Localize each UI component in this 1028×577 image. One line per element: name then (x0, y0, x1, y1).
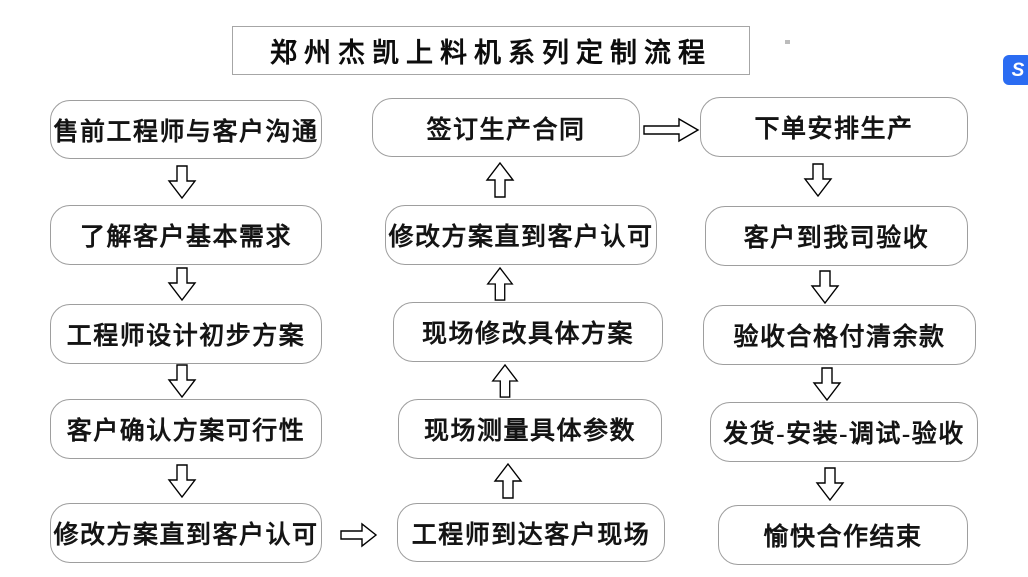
flow-node-understand-needs: 了解客户基本需求 (50, 205, 322, 265)
arrow-up-icon (486, 267, 514, 301)
flow-node-place-order-production: 下单安排生产 (700, 97, 968, 157)
arrow-down-icon (167, 364, 197, 398)
arrow-up-icon (491, 364, 519, 398)
flow-node-revise-until-approved-1: 修改方案直到客户认可 (50, 503, 322, 563)
flow-node-label: 修改方案直到客户认可 (388, 224, 654, 251)
flow-node-label: 现场测量具体参数 (423, 418, 636, 445)
flow-node-label: 客户确认方案可行性 (66, 418, 306, 445)
flow-node-label: 现场修改具体方案 (421, 321, 634, 348)
flow-node-preliminary-design: 工程师设计初步方案 (50, 304, 322, 364)
flow-node-label: 工程师设计初步方案 (66, 323, 306, 350)
arrow-down-icon (803, 163, 833, 198)
arrow-right-icon (643, 117, 700, 143)
flow-node-label: 售前工程师与客户沟通 (53, 118, 319, 146)
flow-node-pay-balance: 验收合格付清余款 (703, 305, 976, 365)
flow-node-label: 发货-安装-调试-验收 (723, 421, 965, 448)
arrow-down-icon (167, 464, 197, 498)
flow-node-presales-communication: 售前工程师与客户沟通 (50, 100, 322, 159)
flow-node-label: 愉快合作结束 (763, 524, 923, 551)
flow-node-onsite-measure-parameters: 现场测量具体参数 (398, 399, 662, 459)
flow-node-cooperation-end: 愉快合作结束 (718, 505, 968, 565)
speck-dot (785, 40, 790, 44)
flow-node-label: 工程师到达客户现场 (411, 521, 651, 549)
title-box: 郑州杰凯上料机系列定制流程 (232, 26, 750, 75)
browser-extension-logo-icon[interactable]: S (1003, 55, 1028, 85)
flow-node-ship-install-debug-accept: 发货-安装-调试-验收 (710, 402, 978, 462)
arrow-up-icon (493, 462, 523, 499)
arrow-down-icon (167, 267, 197, 301)
flow-node-label: 了解客户基本需求 (79, 224, 292, 251)
flow-node-sign-contract: 签订生产合同 (372, 98, 640, 157)
arrow-down-icon (167, 165, 197, 199)
flow-node-engineer-arrives-site: 工程师到达客户现场 (397, 503, 665, 562)
flow-node-label: 签订生产合同 (426, 116, 586, 144)
arrow-right-icon (340, 522, 378, 548)
flow-node-label: 验收合格付清余款 (733, 324, 946, 351)
arrow-up-icon (485, 162, 515, 198)
flow-node-confirm-feasibility: 客户确认方案可行性 (50, 399, 322, 459)
flow-node-label: 修改方案直到客户认可 (53, 522, 319, 549)
arrow-down-icon (815, 467, 845, 502)
flow-node-label: 下单安排生产 (754, 116, 914, 143)
logo-glyph: S (1011, 59, 1025, 81)
flow-node-customer-acceptance-visit: 客户到我司验收 (705, 206, 968, 266)
arrow-down-icon (810, 270, 840, 304)
flow-node-label: 客户到我司验收 (743, 225, 930, 252)
arrow-down-icon (812, 367, 842, 401)
page-title: 郑州杰凯上料机系列定制流程 (270, 38, 712, 68)
flow-node-revise-until-approved-2: 修改方案直到客户认可 (385, 205, 657, 265)
flow-node-onsite-modify-plan: 现场修改具体方案 (393, 302, 663, 362)
